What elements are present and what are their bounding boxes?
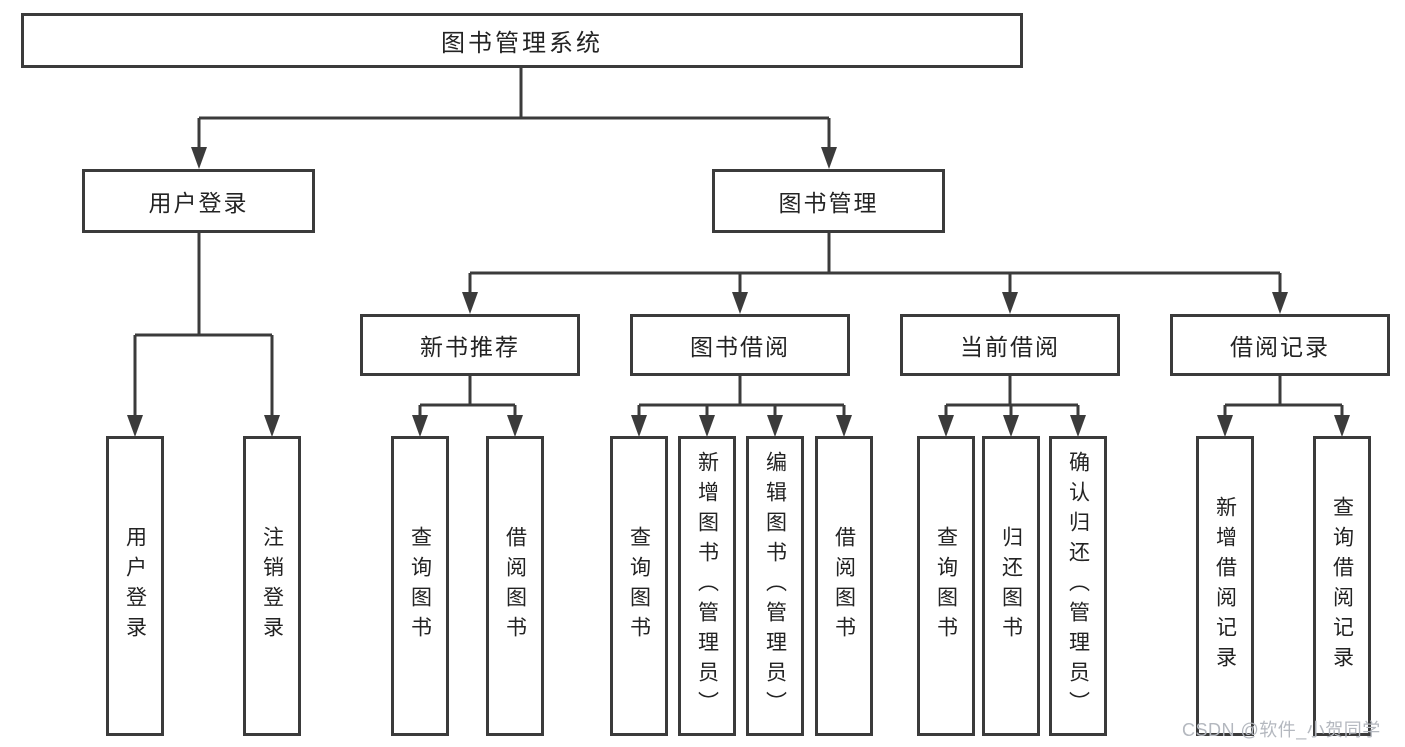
node-user-login-label: 用户登录 (148, 190, 249, 216)
connector-book-borrow-children (637, 376, 846, 420)
leaf-bb-query-books: 查询图书 (610, 436, 668, 736)
leaf-br-add-record: 新增借阅记录 (1196, 436, 1254, 736)
connector-user-login-children (133, 233, 274, 420)
connector-new-book-children (418, 376, 517, 420)
connector-root-to-level2 (197, 68, 831, 150)
node-book-management-label: 图书管理 (778, 190, 879, 216)
leaf-bb-add-books-admin-label: 新增图书（管理员） (695, 451, 719, 721)
leaf-br-query-record-label: 查询借阅记录 (1330, 496, 1354, 676)
leaf-user-login: 用户登录 (106, 436, 164, 736)
leaf-logout-label: 注销登录 (260, 526, 284, 646)
leaf-bb-add-books-admin: 新增图书（管理员） (678, 436, 736, 736)
node-root-label: 图书管理系统 (441, 30, 603, 57)
leaf-bb-query-books-label: 查询图书 (627, 526, 651, 646)
leaf-nbr-borrow-books: 借阅图书 (486, 436, 544, 736)
connector-current-borrow-children (944, 376, 1080, 420)
node-user-login: 用户登录 (82, 169, 315, 233)
leaf-nbr-borrow-books-label: 借阅图书 (503, 526, 527, 646)
leaf-br-query-record: 查询借阅记录 (1313, 436, 1371, 736)
leaf-bb-borrow-books-label: 借阅图书 (832, 526, 856, 646)
leaf-cb-confirm-return-admin: 确认归还（管理员） (1049, 436, 1107, 736)
connector-borrow-record-children (1223, 376, 1344, 420)
node-borrow-records-label: 借阅记录 (1230, 334, 1330, 360)
node-book-management: 图书管理 (712, 169, 945, 233)
leaf-br-add-record-label: 新增借阅记录 (1213, 496, 1237, 676)
leaf-cb-query-books-label: 查询图书 (934, 526, 958, 646)
leaf-bb-borrow-books: 借阅图书 (815, 436, 873, 736)
node-root: 图书管理系统 (21, 13, 1023, 68)
watermark-text: CSDN @软件_小贺同学 (1182, 720, 1381, 740)
leaf-cb-query-books: 查询图书 (917, 436, 975, 736)
node-current-borrow: 当前借阅 (900, 314, 1120, 376)
node-new-book-recommend-label: 新书推荐 (420, 334, 520, 360)
node-current-borrow-label: 当前借阅 (960, 334, 1060, 360)
leaf-user-login-label: 用户登录 (123, 526, 147, 646)
leaf-cb-return-books: 归还图书 (982, 436, 1040, 736)
leaf-bb-edit-books-admin: 编辑图书（管理员） (746, 436, 804, 736)
leaf-nbr-query-books: 查询图书 (391, 436, 449, 736)
leaf-bb-edit-books-admin-label: 编辑图书（管理员） (763, 451, 787, 721)
leaf-nbr-query-books-label: 查询图书 (408, 526, 432, 646)
leaf-cb-confirm-return-admin-label: 确认归还（管理员） (1066, 451, 1090, 721)
leaf-cb-return-books-label: 归还图书 (999, 526, 1023, 646)
node-new-book-recommend: 新书推荐 (360, 314, 580, 376)
arrowheads (127, 147, 1350, 437)
node-book-borrow-label: 图书借阅 (690, 334, 790, 360)
node-book-borrow: 图书借阅 (630, 314, 850, 376)
connector-book-management-children (468, 233, 1282, 295)
node-borrow-records: 借阅记录 (1170, 314, 1390, 376)
leaf-logout: 注销登录 (243, 436, 301, 736)
